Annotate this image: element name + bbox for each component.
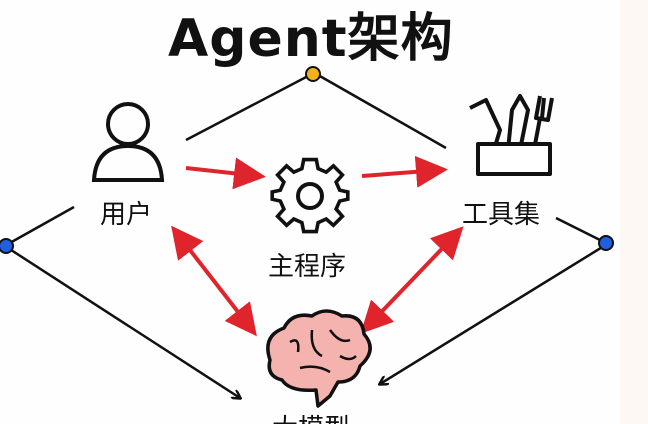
gear-icon — [270, 157, 350, 234]
node-label-tools: 工具集 — [462, 200, 541, 230]
data-flow-arrows — [171, 155, 464, 337]
toolbox-icon — [469, 94, 554, 176]
junction-dot-top — [305, 66, 321, 82]
arrow-program-to-tools — [361, 155, 448, 188]
junction-dot-left — [0, 238, 14, 254]
arrow-user-to-program — [185, 157, 266, 190]
junction-dot-right — [598, 235, 614, 251]
node-label-user: 用户 — [100, 200, 153, 230]
brain-icon — [266, 309, 372, 408]
user-icon — [91, 102, 165, 182]
arrow-user-model — [171, 225, 257, 337]
diagram-graphics — [0, 66, 614, 408]
arrow-tools-model — [360, 226, 464, 334]
connector-lines — [7, 73, 605, 398]
node-label-model: 大模型 — [272, 408, 350, 424]
node-label-program: 主程序 — [268, 252, 347, 282]
diagram-canvas: Agent架构 — [0, 0, 620, 424]
diagram-title: Agent架构 — [168, 9, 454, 69]
